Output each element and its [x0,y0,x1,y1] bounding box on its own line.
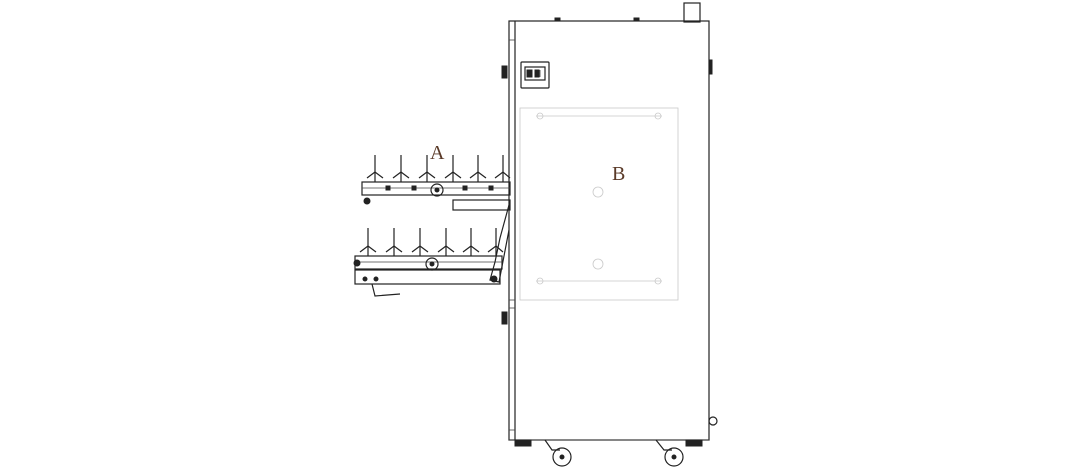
bobbin-racks [353,155,511,297]
hinge-top [501,65,508,79]
caster-right [655,439,684,467]
foot-right [685,439,703,447]
upper-rack [361,155,511,211]
inner-panel [519,107,679,301]
spindles-lower [359,228,504,256]
foot-left [514,439,532,447]
label-a: A [430,142,445,164]
support-arm [489,204,510,283]
cabinet [501,2,718,467]
hinge-bottom [501,311,508,325]
top-vent [683,2,701,23]
right-knob [708,416,718,426]
control-switch[interactable] [520,61,550,89]
cabinet-body [508,20,710,441]
caster-left [544,439,572,467]
label-b: B [612,163,625,185]
lower-rack [353,204,510,297]
spindles-upper [366,155,511,182]
yarn-guide [371,283,401,297]
